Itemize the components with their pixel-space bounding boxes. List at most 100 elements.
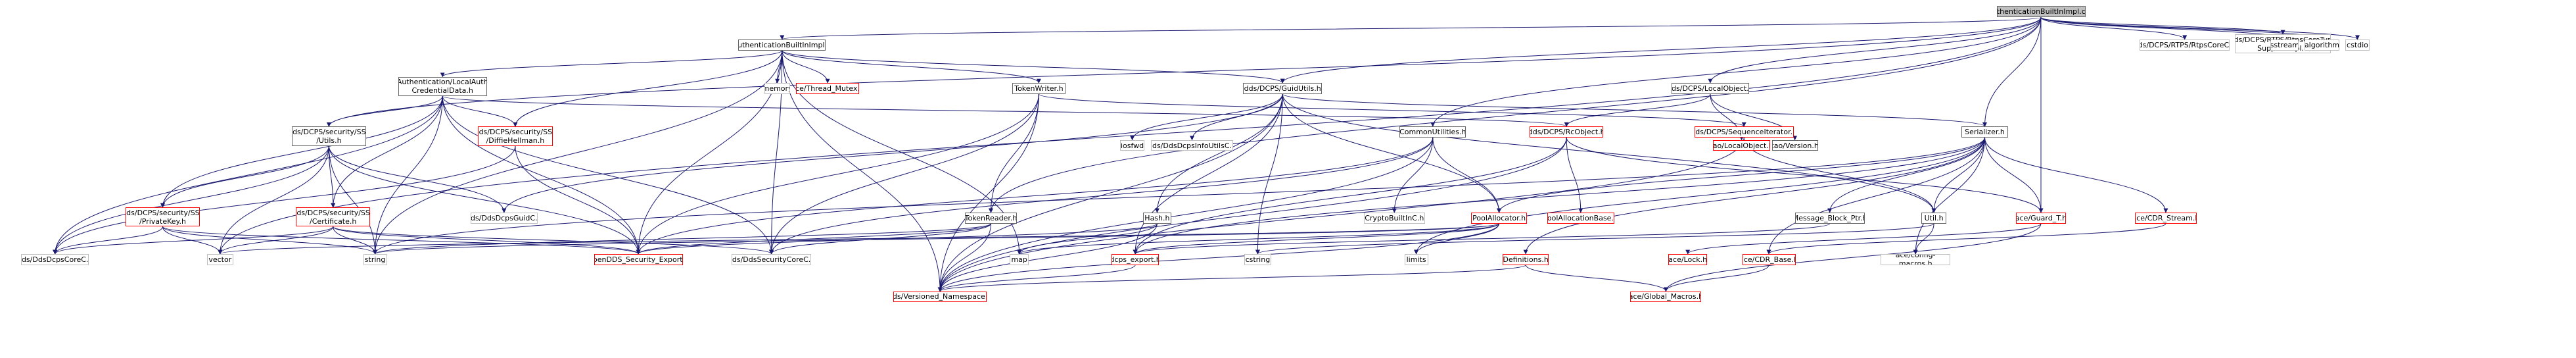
- edge-acecdrstream-to-acecdrbase: [1766, 223, 2166, 255]
- edge-privkey-to-string: [162, 226, 378, 255]
- edge-serializer-to-acecdrstream: [1984, 137, 2168, 213]
- edge-tokenreader-to-opendds: [636, 223, 991, 255]
- edge-rcobject-to-dcpsexport: [1133, 137, 1567, 255]
- edge-abih-to-threadmutex: [782, 50, 830, 84]
- edge-diffie-to-opendds: [515, 145, 641, 255]
- node-guidc: dds/DdsDcpsGuidC.h: [470, 212, 538, 224]
- edge-diffie-to-dcpscore: [53, 145, 516, 255]
- node-cstdio: cstdio: [2345, 39, 2370, 51]
- edge-sslutils-to-privkey: [160, 145, 329, 208]
- node-dcpscore: dds/DdsDcpsCoreC.h: [21, 253, 89, 265]
- node-versioned[interactable]: dds/Versioned_Namespace.h: [893, 291, 987, 303]
- edge-cert-to-dcpscore: [53, 226, 334, 255]
- edge-serializer-to-utilh: [1931, 137, 1985, 213]
- edge-msgblock-to-dcpsexport: [1133, 223, 1831, 255]
- edge-lacd-to-privkey: [160, 95, 443, 208]
- edge-hash-to-map: [1017, 223, 1158, 255]
- edge-serializer-to-acecdrbase: [1766, 137, 1985, 255]
- node-aceguard[interactable]: ace/Guard_T.h: [2016, 212, 2066, 224]
- edge-poolalloc-to-versioned: [937, 223, 1500, 292]
- node-acecdrbase[interactable]: ace/CDR_Base.h: [1742, 253, 1796, 265]
- edge-serializer-to-string: [373, 137, 1985, 255]
- edge-abih-to-tokenwriter: [782, 50, 1041, 84]
- edge-sslutils-to-vector: [218, 145, 329, 255]
- node-seqiter[interactable]: dds/DCPS/SequenceIterator.h: [1694, 126, 1794, 138]
- edge-aceguard-to-acelock: [1685, 223, 2042, 255]
- edge-hash-to-opendds: [636, 223, 1158, 255]
- node-cstring: cstring: [1244, 253, 1272, 265]
- edge-poolalloc-to-string: [373, 223, 1500, 255]
- node-opendds[interactable]: OpenDDS_Security_Export.h: [594, 253, 683, 265]
- edge-guidutils-to-infoutils: [1190, 93, 1283, 141]
- edge-guidutils-to-poolalloc: [1282, 93, 1502, 213]
- node-aceglobal[interactable]: ace/Global_Macros.h: [1630, 291, 1702, 303]
- edge-poolalloc-to-vector: [218, 223, 1500, 255]
- node-dcpsexport[interactable]: dcps_export.h: [1112, 253, 1159, 265]
- edge-root-to-vector: [218, 17, 2042, 255]
- node-guidutils[interactable]: dds/DCPS/GuidUtils.h: [1242, 83, 1323, 94]
- node-taoversion[interactable]: tao/Version.h: [1771, 140, 1818, 151]
- edge-guidutils-to-cstring: [1255, 93, 1283, 255]
- edge-aceguard-to-aceglobal: [1663, 223, 2042, 292]
- node-acecdrstream[interactable]: ace/CDR_Stream.h: [2135, 212, 2197, 224]
- node-hash[interactable]: Hash.h: [1142, 212, 1171, 224]
- edge-lacd-to-sslutils: [326, 95, 443, 127]
- node-sslutils[interactable]: dds/DCPS/security/SSL /Utils.h: [291, 126, 367, 146]
- edge-commonutils-to-poolalloc: [1432, 137, 1502, 213]
- node-map: map: [1010, 253, 1029, 265]
- node-seccore: dds/DdsSecurityCoreC.h: [732, 253, 811, 265]
- edge-lacd-to-opendds: [442, 95, 641, 255]
- edge-abih-to-string: [373, 50, 783, 255]
- node-privkey[interactable]: dds/DCPS/security/SSL /PrivateKey.h: [125, 207, 200, 227]
- node-rcobject[interactable]: dds/DCPS/RcObject.h: [1530, 126, 1603, 138]
- edge-root-to-rtpstype: [2040, 16, 2285, 35]
- edge-tokenwriter-to-versioned: [937, 93, 1039, 292]
- edge-abih-to-diffie: [513, 50, 783, 127]
- edge-poolalloc-to-map: [1017, 223, 1500, 255]
- node-string: string: [363, 253, 387, 265]
- node-memory: memory: [764, 83, 791, 94]
- node-root[interactable]: AuthenticationBuiltInImpl.cpp: [1996, 6, 2086, 18]
- edge-acecdrbase-to-aceglobal: [1663, 265, 1769, 292]
- node-infoutils: dds/DdsDcpsInfoUtilsC.h: [1151, 140, 1233, 151]
- node-utilh[interactable]: Util.h: [1921, 212, 1946, 224]
- node-lacd[interactable]: Authentication/LocalAuth CredentialData.…: [398, 76, 487, 96]
- edge-rcobject-to-versioned: [937, 137, 1567, 292]
- node-tokenreader[interactable]: TokenReader.h: [964, 212, 1018, 224]
- edge-poolalloc-to-dcpsexport: [1133, 223, 1500, 255]
- edge-abih-to-lacd: [440, 50, 783, 78]
- node-poolalloc[interactable]: PoolAllocator.h: [1471, 212, 1527, 224]
- edge-root-to-localobj: [1708, 17, 2042, 84]
- node-poolbase[interactable]: PoolAllocationBase.h: [1547, 212, 1615, 224]
- edge-commonutils-to-seccore: [769, 137, 1434, 255]
- edge-guidutils-to-iosfwd: [1130, 93, 1283, 141]
- node-cert[interactable]: dds/DCPS/security/SSL /Certificate.h: [296, 207, 371, 227]
- node-iosfwd: iosfwd: [1119, 140, 1145, 151]
- edge-guidutils-to-dcpsexport: [1133, 93, 1283, 255]
- edge-root-to-sslutils: [327, 17, 2042, 127]
- node-acelock[interactable]: ace/Lock.h: [1668, 253, 1708, 265]
- node-tokenwriter[interactable]: TokenWriter.h: [1012, 83, 1066, 94]
- node-commonutils[interactable]: CommonUtilities.h: [1399, 126, 1466, 138]
- node-localobj[interactable]: dds/DCPS/LocalObject.h: [1671, 83, 1750, 94]
- node-serializer[interactable]: Serializer.h: [1961, 126, 2008, 138]
- edge-tokenwriter-to-seqiter: [1038, 93, 1746, 127]
- edge-guidutils-to-guidc: [502, 93, 1283, 213]
- edge-commonutils-to-cryptobuiltin: [1392, 137, 1434, 213]
- edge-commonutils-to-versioned: [937, 137, 1434, 292]
- edge-utilh-to-aceconfig: [1913, 223, 1934, 255]
- edge-cert-to-vector: [218, 226, 334, 255]
- node-threadmutex[interactable]: ace/Thread_Mutex.h: [796, 83, 859, 94]
- node-diffie[interactable]: dds/DCPS/security/SSL /DiffieHellman.h: [478, 126, 553, 146]
- node-cryptobuiltin: CryptoBuiltInC.h: [1363, 212, 1426, 224]
- edge-tokenwriter-to-opendds: [636, 93, 1039, 255]
- edge-cert-to-string: [333, 226, 378, 255]
- node-definitions[interactable]: Definitions.h: [1503, 253, 1549, 265]
- node-abih[interactable]: AuthenticationBuiltInImpl.h: [738, 39, 826, 51]
- node-msgblock[interactable]: Message_Block_Ptr.h: [1794, 212, 1865, 224]
- edge-guidutils-to-utilh: [1282, 93, 1936, 213]
- edge-lacd-to-rcobject: [442, 95, 1569, 127]
- node-taolocal[interactable]: tao/LocalObject.h: [1713, 140, 1770, 151]
